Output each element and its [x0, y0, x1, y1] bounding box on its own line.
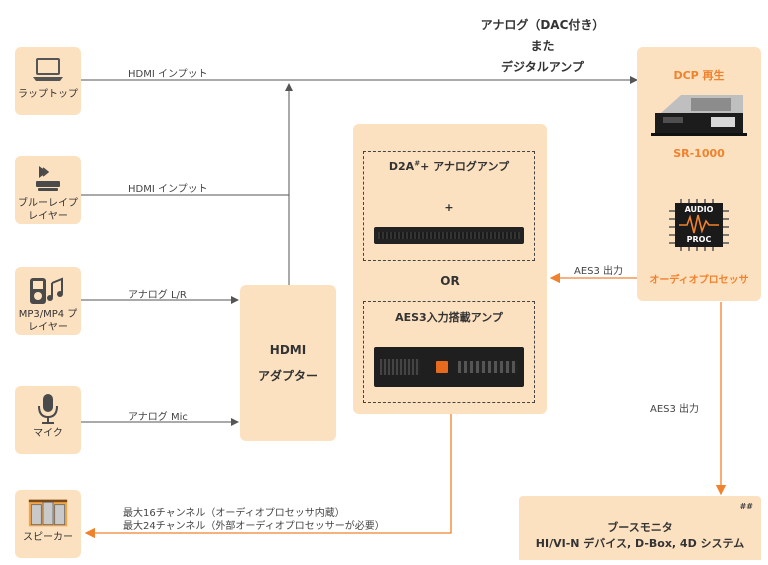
edge-label-mic: アナログ Mic: [128, 412, 188, 423]
hdmi-adapter-line1: HDMI: [269, 343, 307, 357]
output-type-label: アナログ（DAC付き） また デジタルアンプ: [450, 15, 635, 78]
edge-label-aes3-left: AES3 出力: [574, 266, 624, 277]
speaker-channels-16: 最大16チャンネル（オーディオプロセッサ内蔵）: [123, 508, 345, 519]
booth-monitor-box: ## ブースモニタ HI/VI-N デバイス, D-Box, 4D システム: [519, 496, 761, 560]
laptop-label: ラップトップ: [18, 89, 78, 100]
laptop-box: ラップトップ: [15, 47, 81, 115]
edge-label-aes3-down: AES3 出力: [650, 404, 700, 415]
booth-mark: ##: [739, 502, 753, 511]
speaker-label: スピーカー: [23, 532, 73, 543]
aes3-amp-title: AES3入力搭載アンプ: [395, 311, 503, 324]
d2a-amp-image: [374, 227, 524, 244]
sr1000-image: [651, 91, 747, 137]
wire-amps-speaker: [84, 414, 452, 539]
dcp-model: SR-1000: [673, 147, 725, 160]
dcp-box: DCP 再生 SR-1000 AUDIO PROC オーディオプロセッサ: [637, 47, 761, 301]
aes3-amp-image: [374, 347, 524, 387]
d2a-title: D2A#+ アナログアンプ: [388, 159, 510, 173]
microphone-icon: [28, 393, 68, 425]
speaker-channels-24: 最大24チャンネル（外部オーディオプロセッサーが必要）: [123, 521, 385, 532]
amplifier-options-box: D2A#+ アナログアンプ + OR AES3入力搭載アンプ: [353, 124, 547, 414]
output-type-line1: アナログ（DAC付き）: [480, 18, 605, 32]
edge-label-laptop: HDMI インプット: [128, 69, 208, 80]
mp3-label: MP3/MP4 プレイヤー: [18, 309, 78, 333]
plus-sign: +: [444, 201, 454, 214]
speaker-box: スピーカー: [15, 490, 81, 558]
booth-devices: HI/VI-N デバイス, D-Box, 4D システム: [535, 537, 745, 550]
chip-line2: PROC: [686, 235, 712, 244]
bluray-box: ブルーレイプレイヤー: [15, 156, 81, 224]
mp3-box: MP3/MP4 プレイヤー: [15, 267, 81, 335]
edge-label-bluray: HDMI インプット: [128, 184, 208, 195]
output-type-line2: また: [530, 39, 555, 53]
or-label: OR: [440, 274, 460, 288]
aes3-amp-option: AES3入力搭載アンプ: [363, 301, 535, 403]
audio-proc-chip: AUDIO PROC: [669, 199, 729, 251]
processor-label: オーディオプロセッサ: [649, 275, 749, 286]
d2a-option: D2A#+ アナログアンプ +: [363, 151, 535, 261]
chip-line1: AUDIO: [684, 205, 714, 214]
output-type-line3: デジタルアンプ: [501, 60, 584, 74]
edge-label-mp3: アナログ L/R: [128, 290, 187, 301]
edge-label-speaker: 最大16チャンネル（オーディオプロセッサ内蔵） 最大24チャンネル（外部オーディ…: [123, 507, 385, 533]
mic-label: マイク: [33, 428, 63, 439]
laptop-icon: [28, 54, 68, 86]
speaker-icon: [28, 497, 68, 529]
mic-box: マイク: [15, 386, 81, 454]
booth-title: ブースモニタ: [607, 521, 673, 534]
dcp-title: DCP 再生: [673, 69, 725, 82]
bluray-icon: [28, 163, 68, 195]
bluray-label: ブルーレイプレイヤー: [18, 198, 78, 222]
hdmi-adapter-box: HDMI アダプター: [240, 285, 336, 441]
mp3-player-icon: [28, 274, 68, 306]
hdmi-adapter-line2: アダプター: [257, 369, 318, 383]
